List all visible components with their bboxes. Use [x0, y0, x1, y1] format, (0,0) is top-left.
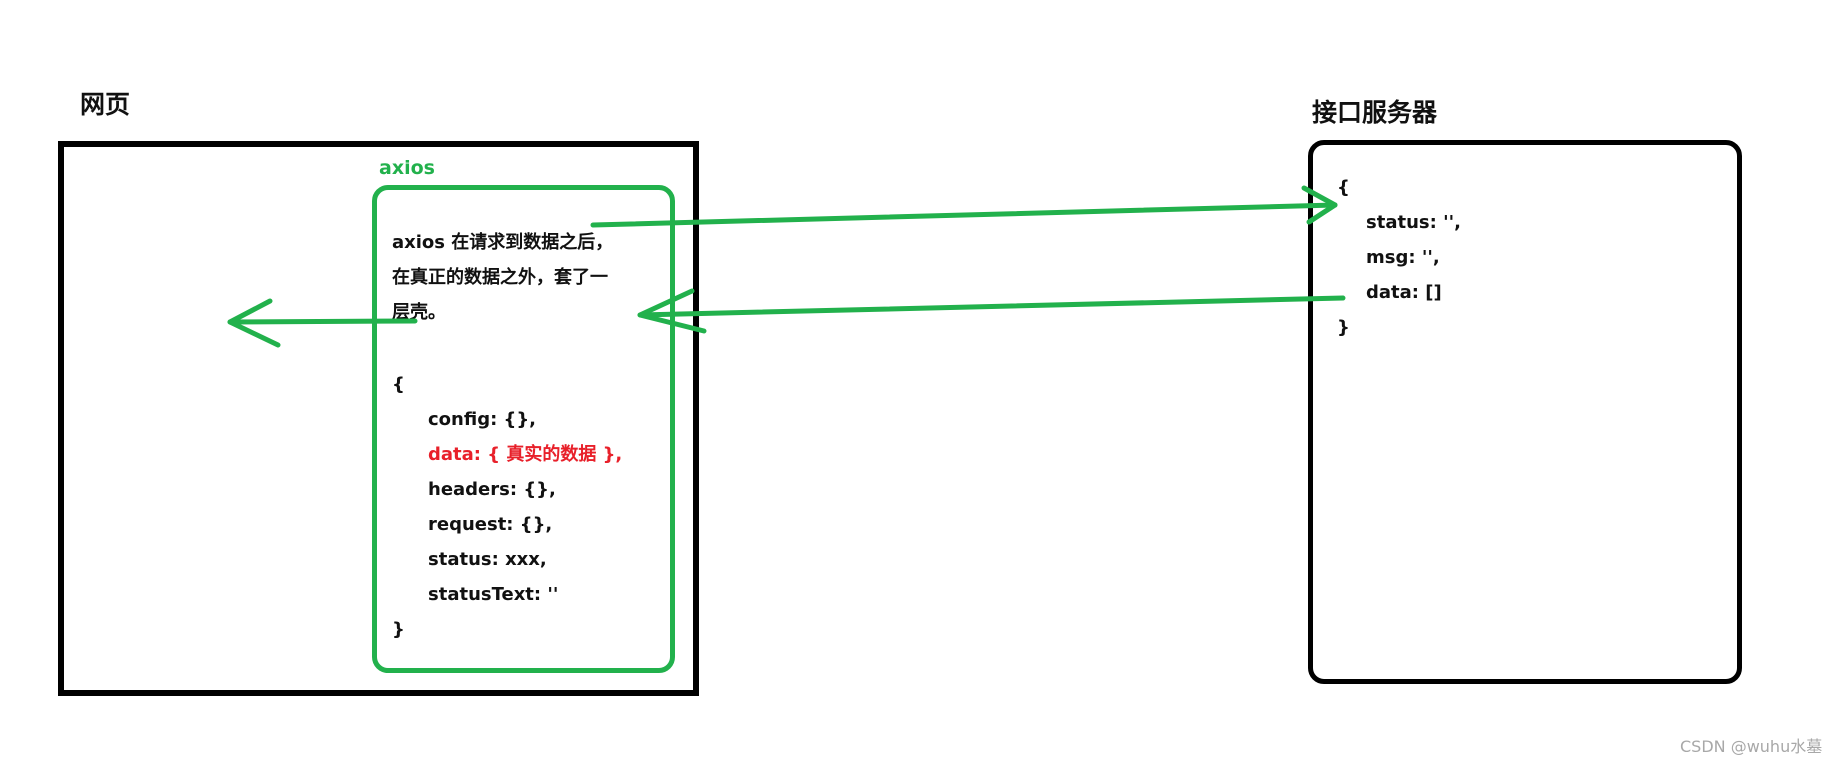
axios-description: axios 在请求到数据之后， 在真正的数据之外，套了一 层壳。	[392, 225, 613, 330]
field-msg: msg: '',	[1366, 247, 1440, 268]
response-arrow	[637, 288, 1346, 334]
field-headers: headers: {},	[428, 479, 556, 500]
axios-box	[372, 185, 675, 673]
field-statustext: statusText: ''	[428, 584, 559, 605]
webpage-title: 网页	[80, 90, 131, 119]
axios-label: axios	[379, 157, 435, 179]
axios-response-object: { config: {}, data: { 真实的数据 }, headers: …	[392, 367, 622, 647]
description-line: axios 在请求到数据之后，	[392, 232, 614, 253]
watermark: CSDN @wuhu水墓	[1680, 737, 1823, 756]
field-data: data: { 真实的数据 },	[428, 444, 623, 465]
brace-open: {	[1337, 177, 1350, 198]
description-line: 在真正的数据之外，套了一	[392, 267, 608, 288]
brace-close: }	[392, 619, 405, 640]
webpage-box	[58, 141, 699, 696]
brace-close: }	[1337, 317, 1350, 338]
field-config: config: {},	[428, 409, 537, 430]
server-payload: { status: '', msg: '', data: [] }	[1337, 170, 1461, 345]
field-status: status: xxx,	[428, 549, 547, 570]
description-line: 层壳。	[392, 302, 446, 323]
server-box	[1308, 140, 1742, 684]
field-request: request: {},	[428, 514, 553, 535]
request-arrow	[590, 185, 1338, 228]
field-data: data: []	[1366, 282, 1442, 303]
brace-open: {	[392, 374, 405, 395]
server-title: 接口服务器	[1312, 98, 1438, 127]
field-status: status: '',	[1366, 212, 1461, 233]
